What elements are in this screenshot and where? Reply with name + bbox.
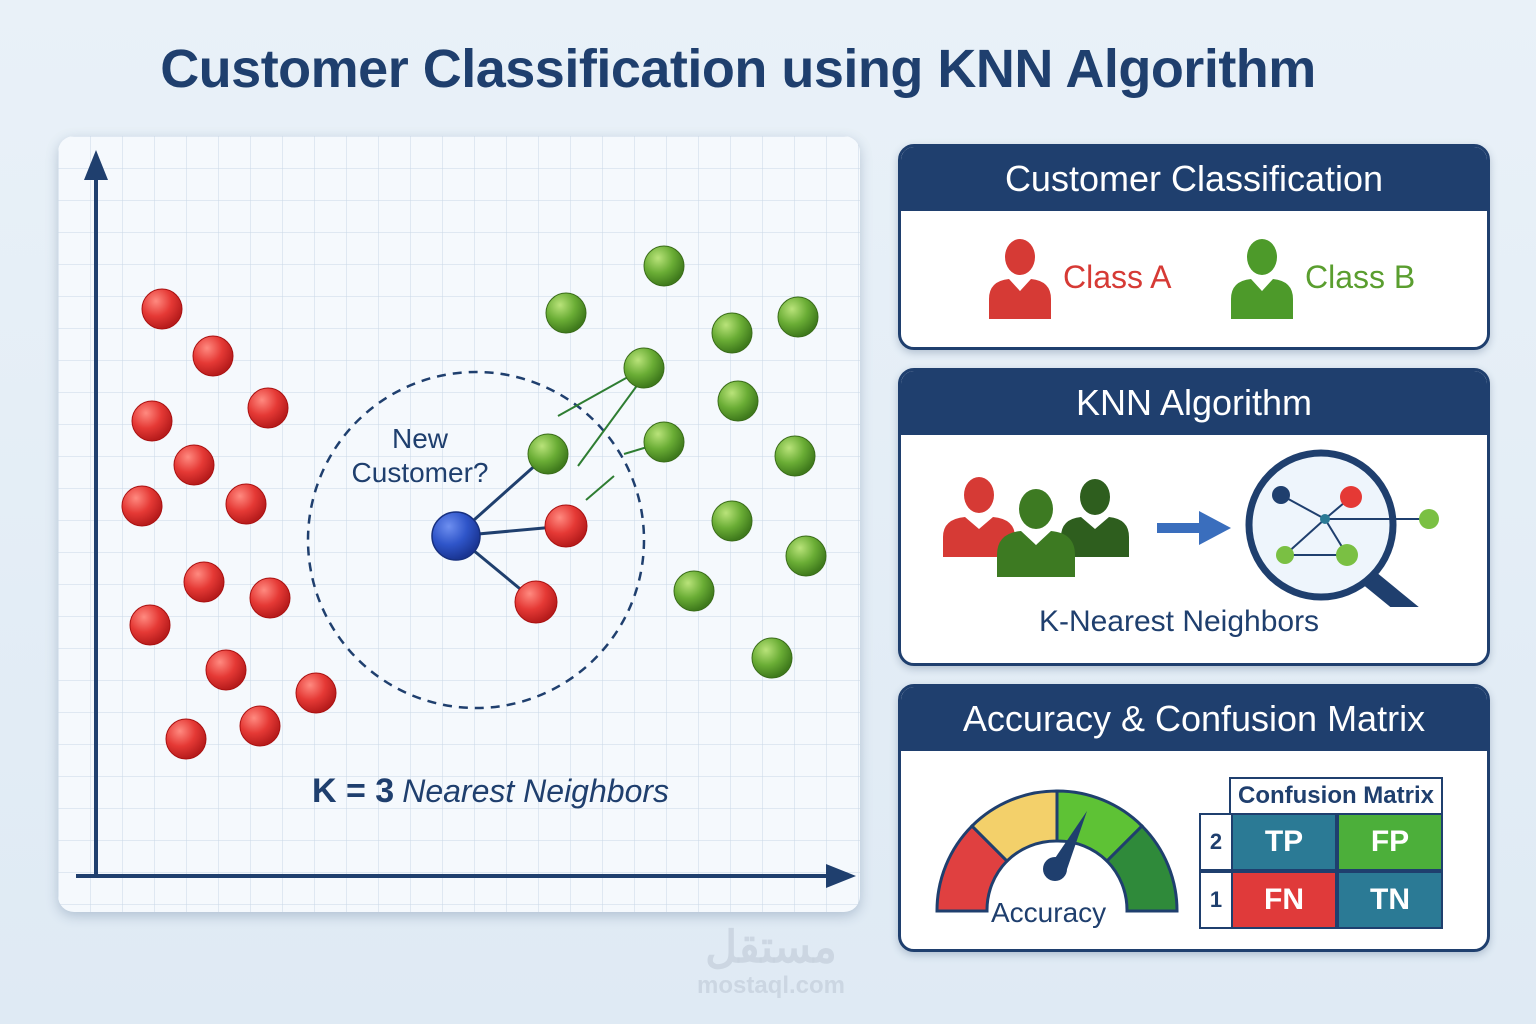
class-a-point bbox=[225, 483, 267, 525]
class-b-legend: Class B bbox=[1227, 235, 1415, 319]
class-b-point bbox=[785, 535, 827, 577]
arrow-right-icon bbox=[1157, 511, 1231, 545]
class-a-point bbox=[544, 504, 588, 548]
class-a-point bbox=[141, 288, 183, 330]
person-green-icon bbox=[1231, 239, 1293, 319]
person-red-icon bbox=[989, 239, 1051, 319]
confusion-matrix-row: 1 FN TN bbox=[1199, 871, 1443, 929]
k-equation: K = 3 bbox=[312, 772, 395, 810]
class-a-label: Class A bbox=[1063, 258, 1172, 295]
k-neighborhood-circle bbox=[306, 370, 646, 710]
class-b-point bbox=[643, 421, 685, 463]
class-a-point bbox=[129, 604, 171, 646]
knn-illustration bbox=[943, 449, 1439, 607]
class-b-point bbox=[623, 347, 665, 389]
class-a-point bbox=[249, 577, 291, 619]
classification-card-heading: Customer Classification bbox=[901, 147, 1487, 211]
row-index: 2 bbox=[1199, 813, 1231, 871]
cell-fp: FP bbox=[1337, 813, 1443, 871]
class-a-point bbox=[173, 444, 215, 486]
class-legend: Class A Class B bbox=[901, 235, 1487, 335]
class-b-label: Class B bbox=[1305, 258, 1416, 295]
accuracy-label: Accuracy bbox=[991, 897, 1107, 928]
people-group-icon bbox=[943, 477, 1129, 577]
accuracy-gauge-icon bbox=[935, 789, 1179, 913]
class-a-point bbox=[121, 485, 163, 527]
class-b-point bbox=[711, 312, 753, 354]
class-a-point bbox=[514, 580, 558, 624]
cell-fn: FN bbox=[1231, 871, 1337, 929]
watermark-latin: mostaql.com bbox=[696, 972, 846, 999]
class-b-point bbox=[673, 570, 715, 612]
y-axis-arrow bbox=[84, 150, 108, 180]
class-a-point bbox=[131, 400, 173, 442]
class-a-point bbox=[247, 387, 289, 429]
class-a-point bbox=[205, 649, 247, 691]
class-b-point bbox=[545, 292, 587, 334]
knn-card-heading: KNN Algorithm bbox=[901, 371, 1487, 435]
class-b-point bbox=[777, 296, 819, 338]
cell-tn: TN bbox=[1337, 871, 1443, 929]
confusion-matrix: 2 TP FP 1 FN TN bbox=[1199, 813, 1443, 929]
class-b-point bbox=[774, 435, 816, 477]
class-b-point bbox=[717, 380, 759, 422]
cell-tp: TP bbox=[1231, 813, 1337, 871]
x-axis-arrow bbox=[826, 864, 856, 888]
class-b-point bbox=[643, 245, 685, 287]
new-customer-label: New Customer? bbox=[351, 423, 489, 488]
class-a-point bbox=[192, 335, 234, 377]
row-index: 1 bbox=[1199, 871, 1231, 929]
k-caption: Nearest Neighbors bbox=[402, 773, 670, 809]
magnifier-network-icon bbox=[1245, 449, 1439, 607]
new-customer-point bbox=[431, 511, 481, 561]
class-b-points bbox=[527, 245, 827, 679]
class-a-point bbox=[165, 718, 207, 760]
page-title: Customer Classification using KNN Algori… bbox=[160, 39, 1316, 99]
class-a-legend: Class A bbox=[985, 235, 1171, 319]
class-b-point bbox=[751, 637, 793, 679]
class-a-point bbox=[183, 561, 225, 603]
watermark-arabic: مستقل bbox=[705, 923, 837, 972]
knn-card: KNN Algorithm bbox=[898, 368, 1490, 666]
confusion-matrix-row: 2 TP FP bbox=[1199, 813, 1443, 871]
accuracy-card-heading: Accuracy & Confusion Matrix bbox=[901, 687, 1487, 751]
class-b-point bbox=[527, 433, 569, 475]
class-a-point bbox=[295, 672, 337, 714]
knn-caption: K-Nearest Neighbors bbox=[1038, 605, 1320, 638]
accuracy-card: Accuracy & Confusion Matrix Accuracy Con… bbox=[898, 684, 1490, 952]
class-a-point bbox=[239, 705, 281, 747]
class-a-points bbox=[121, 288, 588, 760]
knn-scatter-svg bbox=[58, 136, 860, 912]
classification-card: Customer Classification Class A Class B bbox=[898, 144, 1490, 350]
class-b-point bbox=[711, 500, 753, 542]
watermark: مستقل mostaql.com bbox=[676, 924, 866, 1000]
confusion-matrix-title: Confusion Matrix bbox=[1229, 777, 1443, 813]
